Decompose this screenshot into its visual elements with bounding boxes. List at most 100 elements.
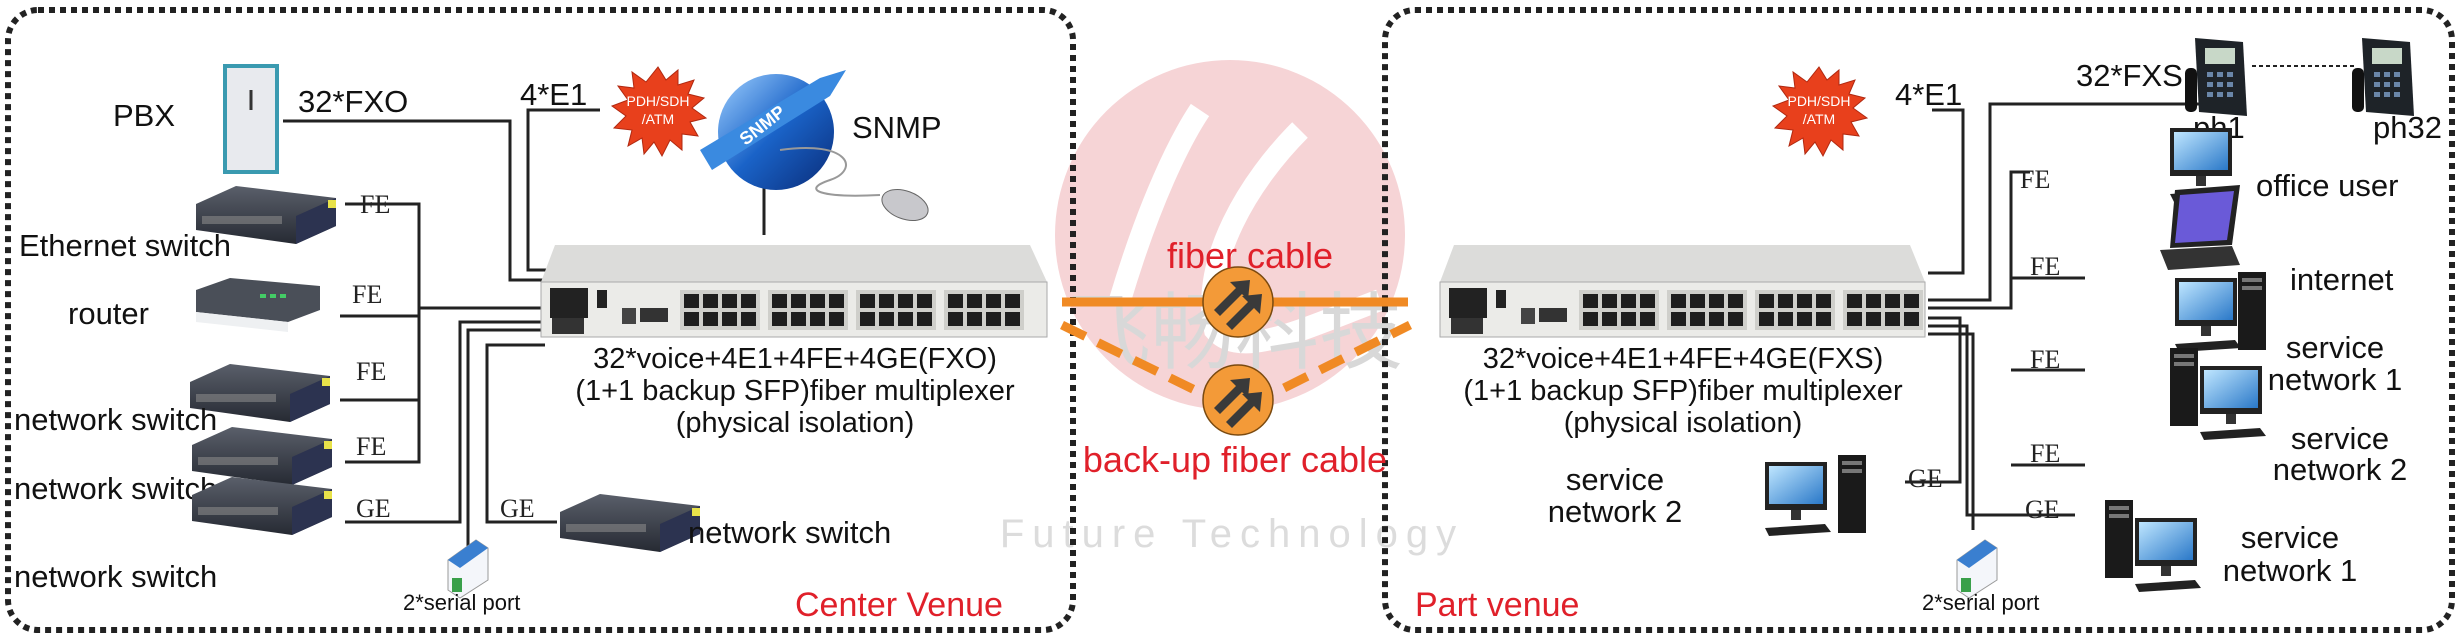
- rj-port: [1640, 312, 1655, 326]
- internet-label: internet: [2290, 262, 2394, 297]
- pbx-cabinet-icon: [223, 64, 279, 174]
- rj-port: [1709, 294, 1724, 308]
- tower-icon: [2238, 272, 2266, 350]
- tower-icon: [1838, 455, 1866, 533]
- backup-fiber-cable-line: [1060, 320, 1413, 400]
- rj-port: [948, 294, 963, 308]
- rj-port: [829, 294, 844, 308]
- center-e1-label: 4*E1: [520, 77, 587, 112]
- service-network-2-label: service: [2291, 421, 2389, 456]
- part-caption-line1: 32*voice+4E1+4FE+4GE(FXS): [1483, 343, 1884, 375]
- network-switch-label: network switch: [14, 402, 217, 437]
- part-e1-label: 4*E1: [1895, 77, 1962, 112]
- link-ge: GE: [356, 494, 391, 523]
- rj-port: [1797, 294, 1812, 308]
- rj-port: [741, 294, 756, 308]
- network-switch-icon: [560, 494, 700, 552]
- part-wires: [1905, 102, 2210, 530]
- link-fe: FE: [2030, 252, 2060, 281]
- rj-port: [986, 294, 1001, 308]
- rj-port: [1583, 312, 1598, 326]
- server-computer-icon: [2135, 518, 2201, 592]
- part-caption-line3: (physical isolation): [1564, 407, 1803, 439]
- rj-port: [722, 312, 737, 326]
- center-wires: [283, 108, 766, 550]
- link-fe: FE: [356, 432, 386, 461]
- tower-icon: [2105, 500, 2133, 578]
- link-fe: FE: [360, 190, 390, 219]
- rj-port: [1005, 294, 1020, 308]
- part-caption-line2: (1+1 backup SFP)fiber multiplexer: [1463, 375, 1903, 407]
- fxo-label: 32*FXO: [298, 84, 408, 119]
- rj-port: [1885, 294, 1900, 308]
- rj-port: [1690, 294, 1705, 308]
- rj-port: [1005, 312, 1020, 326]
- pbx-label: PBX: [113, 98, 175, 133]
- rj-port: [1816, 294, 1831, 308]
- router-label: router: [68, 296, 149, 331]
- link-fe: FE: [2020, 165, 2050, 194]
- phone-icon: [2185, 38, 2247, 116]
- rj-port: [1671, 312, 1686, 326]
- link-fe: FE: [356, 357, 386, 386]
- ph32-label: ph32: [2373, 110, 2442, 145]
- link-fe: FE: [2030, 345, 2060, 374]
- serial-port-label: 2*serial port: [403, 590, 520, 615]
- rj-port: [703, 294, 718, 308]
- rj-port: [1621, 312, 1636, 326]
- rj-port: [1709, 312, 1724, 326]
- rj-port: [1621, 294, 1636, 308]
- link-fe: FE: [2030, 439, 2060, 468]
- fxs-label: 32*FXS: [2076, 58, 2183, 93]
- rj-port: [1759, 312, 1774, 326]
- rj-port: [772, 294, 787, 308]
- rj-port: [1847, 312, 1862, 326]
- service-network-1-label: service: [2241, 520, 2339, 555]
- tower-icon: [2170, 348, 2198, 426]
- rj-port: [1671, 294, 1686, 308]
- rj-port: [722, 294, 737, 308]
- rj-port: [810, 294, 825, 308]
- rj-port: [986, 312, 1001, 326]
- svg-text:/ATM: /ATM: [642, 111, 674, 127]
- router-icon: [196, 278, 320, 332]
- rj-port: [1904, 312, 1919, 326]
- rj-port: [741, 312, 756, 326]
- rj-port: [967, 312, 982, 326]
- rj-port: [1866, 294, 1881, 308]
- rj-port: [1885, 312, 1900, 326]
- watermark-english: Future Technology: [1000, 512, 1464, 556]
- rj-port: [1728, 312, 1743, 326]
- rj-port: [1602, 294, 1617, 308]
- phone-icon: [2352, 38, 2414, 116]
- rj-port: [1866, 312, 1881, 326]
- part-multiplexer-device: [1439, 245, 1926, 338]
- laptop-icon: [2160, 185, 2240, 270]
- rj-port: [810, 312, 825, 326]
- rj-port: [879, 312, 894, 326]
- center-venue-border: [5, 7, 1076, 633]
- mouse-icon: [779, 147, 929, 222]
- link-ge: GE: [1908, 464, 1943, 493]
- rj-port: [879, 294, 894, 308]
- service-network-2-label: network 2: [2273, 452, 2407, 487]
- rj-port: [1759, 294, 1774, 308]
- rj-port: [1640, 294, 1655, 308]
- rj-port: [917, 294, 932, 308]
- rj-port: [967, 294, 982, 308]
- rj-port: [1690, 312, 1705, 326]
- backup-fiber-link-icon: [1202, 364, 1274, 436]
- rj-port: [684, 294, 699, 308]
- rj-port: [791, 294, 806, 308]
- svg-text:PDH/SDH: PDH/SDH: [1787, 93, 1850, 109]
- rj-port: [1583, 294, 1598, 308]
- service-network-1-label: service: [2286, 330, 2384, 365]
- part-pdh-sdh-atm-icon: PDH/SDH /ATM: [1772, 66, 1868, 157]
- rj-port: [772, 312, 787, 326]
- fiber-link-icon: [1202, 266, 1274, 338]
- rj-port: [1778, 312, 1793, 326]
- center-caption-line3: (physical isolation): [676, 407, 915, 439]
- rj-port: [860, 312, 875, 326]
- snmp-globe-icon: SNMP: [700, 70, 846, 190]
